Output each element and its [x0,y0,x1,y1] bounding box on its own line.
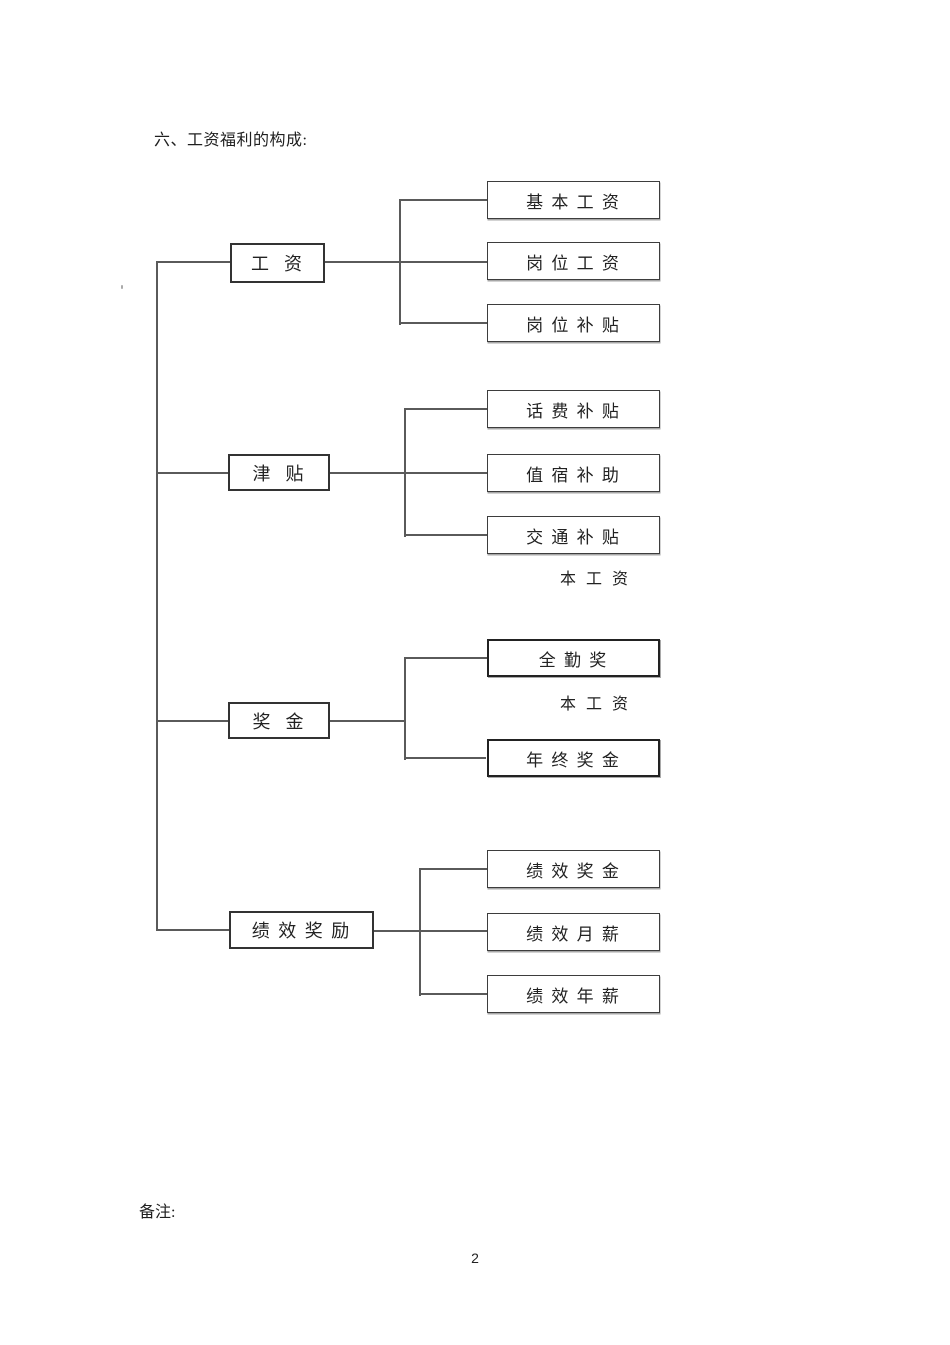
category-box-wage: 工 资 [230,243,325,283]
item-box-basic-wage: 基 本 工 资 [487,181,660,219]
connector-line [325,261,487,263]
connector-line [404,657,487,659]
item-label: 全 勤 奖 [538,650,609,670]
connector-line [156,720,228,722]
item-label: 岗 位 工 资 [526,253,621,273]
connector-line [156,929,229,931]
connector-line [419,868,487,870]
remark-label: 备注: [139,1204,176,1221]
connector-line [330,472,487,474]
category-box-allowance: 津 贴 [228,454,330,491]
item-box-position-subsidy: 岗 位 补 贴 [487,304,660,342]
category-box-performance-reward: 绩 效 奖 励 [229,911,374,949]
connector-line [404,657,406,760]
item-label: 年 终 奖 金 [526,750,621,770]
note-text: 本 工 资 [560,696,632,713]
connector-line [374,930,487,932]
connector-line [419,993,487,995]
connector-line [404,408,487,410]
item-label: 话 费 补 贴 [526,401,621,421]
category-label: 奖 金 [252,711,306,732]
item-label: 岗 位 补 贴 [526,315,621,335]
connector-line [156,472,228,474]
item-box-performance-monthly-salary: 绩 效 月 薪 [487,913,660,951]
note-text: 本 工 资 [560,571,632,588]
item-box-year-end-bonus: 年 终 奖 金 [487,739,660,777]
item-box-performance-annual-salary: 绩 效 年 薪 [487,975,660,1013]
spine-line [156,261,158,931]
item-box-performance-bonus: 绩 效 奖 金 [487,850,660,888]
connector-line [399,322,487,324]
item-label: 交 通 补 贴 [526,527,621,547]
category-label: 工 资 [251,254,304,274]
category-label: 绩 效 奖 励 [251,921,352,941]
item-box-night-duty-subsidy: 值 宿 补 助 [487,454,660,492]
connector-line [404,408,406,537]
item-label: 值 宿 补 助 [526,465,621,485]
connector-line [399,199,401,325]
item-box-phone-subsidy: 话 费 补 贴 [487,390,660,428]
item-label: 绩 效 奖 金 [526,861,621,881]
category-box-bonus: 奖 金 [228,702,330,739]
item-label: 绩 效 月 薪 [526,924,621,944]
item-box-full-attendance-award: 全 勤 奖 [487,639,660,677]
page-number: 2 [471,1250,479,1266]
item-box-transport-subsidy: 交 通 补 贴 [487,516,660,554]
connector-line [404,534,487,536]
connector-line [156,261,230,263]
item-label: 基 本 工 资 [526,192,621,212]
item-box-position-wage: 岗 位 工 资 [487,242,660,280]
connector-line [419,868,421,996]
stray-scan-mark [121,285,123,289]
connector-line [399,199,487,201]
connector-line [404,757,486,759]
item-label: 绩 效 年 薪 [526,986,621,1006]
section-title: 六、工资福利的构成: [154,132,308,149]
connector-line [330,720,406,722]
category-label: 津 贴 [252,463,306,484]
